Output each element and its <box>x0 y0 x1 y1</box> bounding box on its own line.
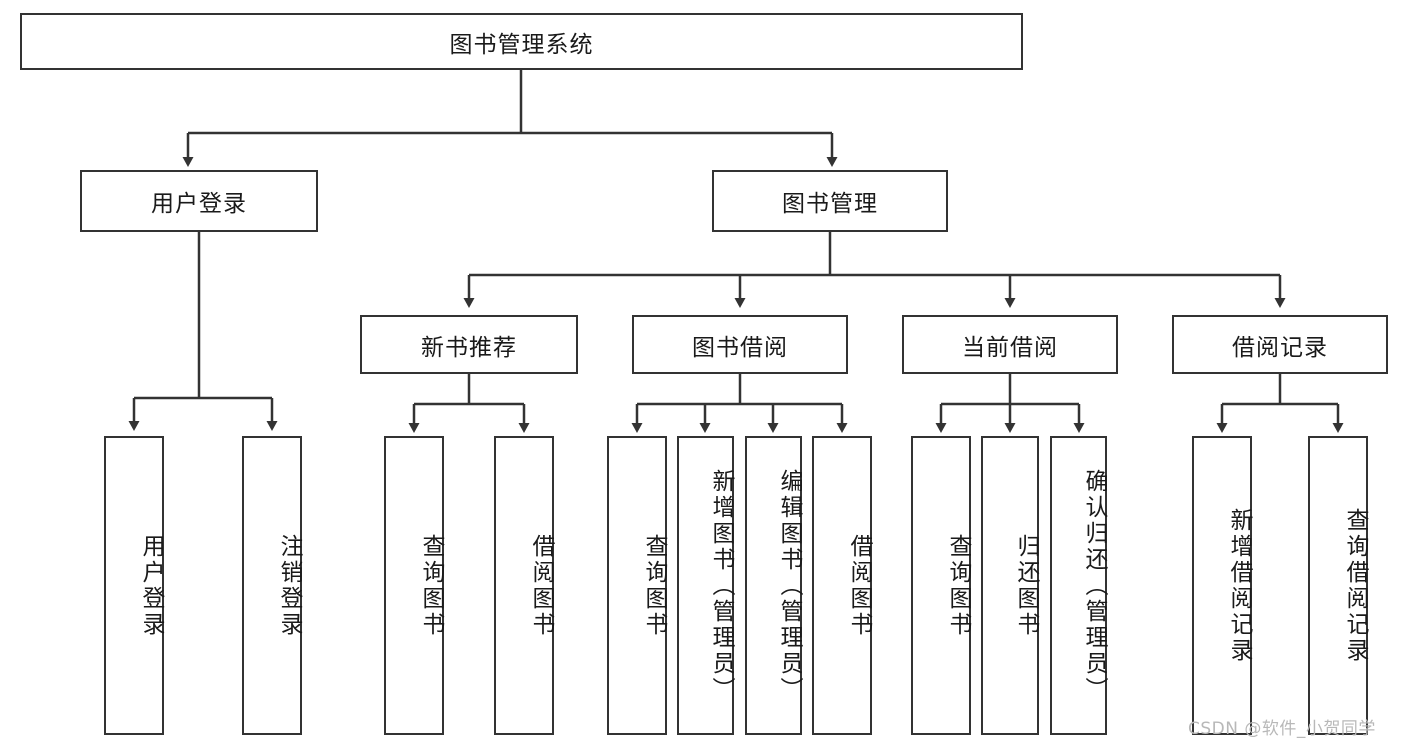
node-label: 借阅图书 <box>528 533 554 638</box>
leaf-query-book-borrow[interactable]: 查询图书 <box>607 436 667 735</box>
node-borrowing-record[interactable]: 借阅记录 <box>1172 315 1388 374</box>
node-new-book-recommendation[interactable]: 新书推荐 <box>360 315 578 374</box>
leaf-logout[interactable]: 注销登录 <box>242 436 302 735</box>
node-label: 图书借阅 <box>692 334 788 361</box>
node-label: 查询图书 <box>641 533 667 638</box>
node-label: 图书管理系统 <box>449 31 594 58</box>
node-label: 当前借阅 <box>962 334 1058 361</box>
csdn-watermark: CSDN @软件_小贺同学 <box>1188 719 1376 739</box>
node-label: 新增借阅记录 <box>1226 507 1252 664</box>
node-book-management[interactable]: 图书管理 <box>712 170 948 232</box>
node-label: 新增图书（管理员） <box>708 468 734 703</box>
node-label: 归还图书 <box>1013 533 1039 638</box>
leaf-borrow-book-recommend[interactable]: 借阅图书 <box>494 436 554 735</box>
node-label: 图书管理 <box>782 191 878 217</box>
node-label: 用户登录 <box>138 533 164 638</box>
node-label: 查询图书 <box>945 533 971 638</box>
leaf-edit-book-admin[interactable]: 编辑图书（管理员） <box>745 436 802 735</box>
leaf-confirm-return-admin[interactable]: 确认归还（管理员） <box>1050 436 1107 735</box>
leaf-add-book-admin[interactable]: 新增图书（管理员） <box>677 436 734 735</box>
node-label: 查询图书 <box>418 533 444 638</box>
node-label: 借阅图书 <box>846 533 872 638</box>
leaf-query-book-current[interactable]: 查询图书 <box>911 436 971 735</box>
leaf-user-login[interactable]: 用户登录 <box>104 436 164 735</box>
node-label: 用户登录 <box>151 191 247 217</box>
node-label: 查询借阅记录 <box>1342 507 1368 664</box>
node-user-login[interactable]: 用户登录 <box>80 170 318 232</box>
node-label: 注销登录 <box>276 533 302 638</box>
leaf-query-borrow-record[interactable]: 查询借阅记录 <box>1308 436 1368 735</box>
leaf-return-book[interactable]: 归还图书 <box>981 436 1039 735</box>
node-label: 借阅记录 <box>1232 334 1328 361</box>
leaf-query-book-recommend[interactable]: 查询图书 <box>384 436 444 735</box>
node-label: 编辑图书（管理员） <box>776 468 802 703</box>
leaf-borrow-book[interactable]: 借阅图书 <box>812 436 872 735</box>
node-current-borrowing[interactable]: 当前借阅 <box>902 315 1118 374</box>
node-label: 确认归还（管理员） <box>1081 468 1107 703</box>
leaf-add-borrow-record[interactable]: 新增借阅记录 <box>1192 436 1252 735</box>
node-label: 新书推荐 <box>421 334 517 361</box>
node-root-library-management-system[interactable]: 图书管理系统 <box>20 13 1023 70</box>
node-book-borrowing[interactable]: 图书借阅 <box>632 315 848 374</box>
